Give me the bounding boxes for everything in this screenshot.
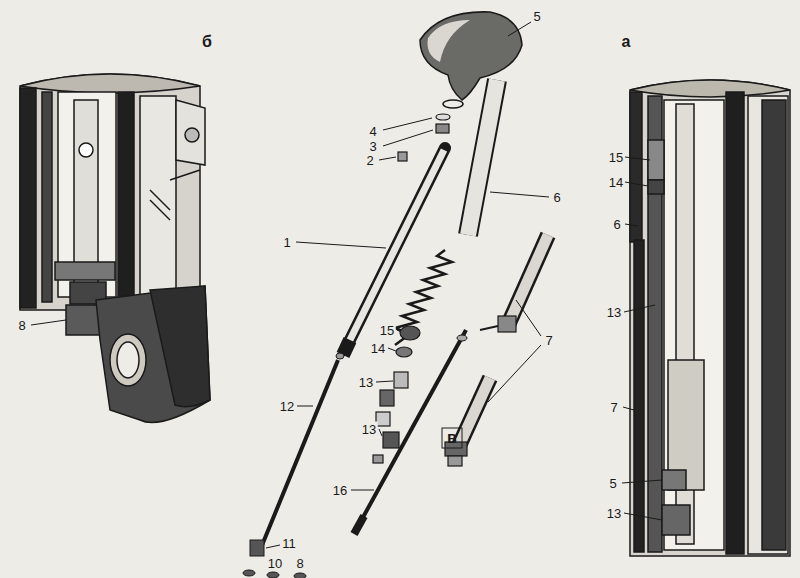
callout-number: 3 xyxy=(367,139,378,154)
callout-number: 14 xyxy=(607,175,625,190)
callout-number: 2 xyxy=(364,153,375,168)
left-cutaway xyxy=(20,74,210,423)
callout-number: 8 xyxy=(16,318,27,333)
callout-number: 8 xyxy=(294,556,305,571)
exploded-parts xyxy=(243,12,548,578)
callout-number: 15 xyxy=(378,323,396,338)
callout-number: 13 xyxy=(357,375,375,390)
callout-number: 10 xyxy=(266,556,284,571)
callout-number: 13 xyxy=(360,422,378,437)
callout-number: 5 xyxy=(531,9,542,24)
callout-number: 13 xyxy=(605,506,623,521)
callout-number: 7 xyxy=(608,400,619,415)
view-letter: б xyxy=(200,33,214,51)
callout-number: 16 xyxy=(331,483,349,498)
callout-number: 6 xyxy=(551,190,562,205)
callout-number: 7 xyxy=(543,333,554,348)
callout-number: 5 xyxy=(607,476,618,491)
callout-number: 12 xyxy=(278,399,296,414)
leader-lines xyxy=(31,22,662,548)
callout-number: 11 xyxy=(280,536,298,551)
callout-number: 13 xyxy=(605,305,623,320)
callout-number: 14 xyxy=(369,341,387,356)
callout-number: 4 xyxy=(367,124,378,139)
view-letter: а xyxy=(620,33,633,51)
view-letter: в xyxy=(445,429,459,447)
callout-number: 1 xyxy=(281,235,292,250)
right-cutaway xyxy=(630,80,790,556)
callout-number: 15 xyxy=(607,150,625,165)
callout-number: 6 xyxy=(611,217,622,232)
